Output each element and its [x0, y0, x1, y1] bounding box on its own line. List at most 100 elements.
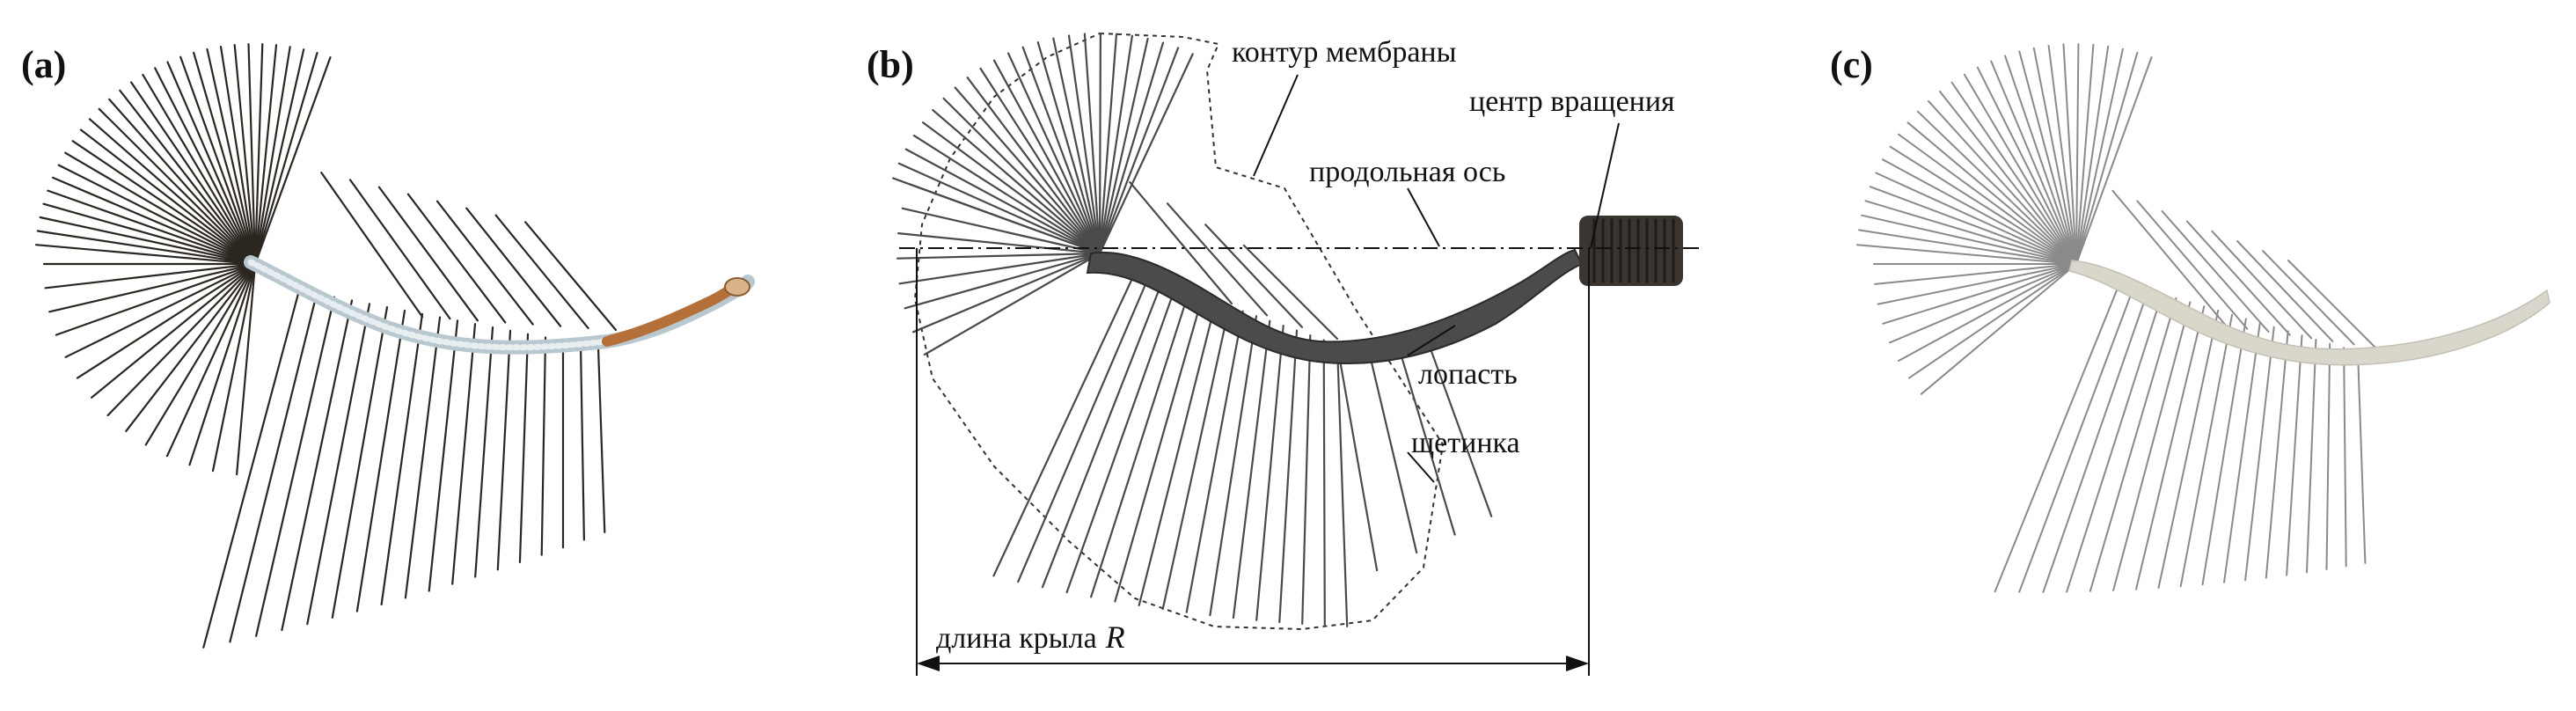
bristle-a [253, 48, 305, 266]
bristle-c [2244, 326, 2275, 582]
bristle-b [1255, 325, 1284, 621]
bristle-c [2032, 47, 2077, 265]
bristle-a [188, 262, 257, 466]
bristle-c [2075, 43, 2095, 265]
panel-a-wing-joint [724, 277, 750, 297]
bristle-a [193, 51, 257, 266]
bristle-a [253, 42, 264, 266]
bristle-b [904, 252, 1101, 310]
bristle-b [1098, 41, 1165, 255]
bristle-b [923, 252, 1101, 356]
bristle-b [1322, 339, 1326, 627]
bristle-b [1052, 37, 1101, 255]
bristle-b [1166, 202, 1269, 317]
bristle-c [2325, 342, 2331, 570]
bristle-a [142, 73, 257, 266]
bristle-c [1889, 263, 2077, 344]
bristle-b [1336, 343, 1349, 627]
bristle-a [202, 289, 301, 649]
bristle-a [71, 140, 257, 266]
bristle-c [2004, 55, 2077, 265]
bristle-c [2075, 45, 2110, 265]
bristle-a [474, 326, 494, 578]
wing-length-arrowhead-left [917, 656, 940, 671]
bristle-a [88, 118, 257, 266]
bristle-b [904, 148, 1101, 255]
leader-membrane [1253, 74, 1299, 177]
bristle-b [1138, 300, 1218, 607]
panel-a-bristles [34, 42, 618, 649]
bristle-c [2111, 189, 2227, 326]
bristle-a [130, 81, 257, 266]
bristle-c [2179, 313, 2234, 588]
panel-a-wing-vein-core [247, 259, 611, 351]
bristle-a [166, 61, 257, 266]
panel-b-wing-model: контур мембраны центр вращения продольна… [891, 32, 1702, 676]
bristle-c [2075, 51, 2139, 265]
bristle-c [2262, 250, 2355, 346]
bristle-c [1916, 110, 2077, 265]
bristle-b [979, 67, 1101, 255]
bristle-c [2075, 48, 2124, 265]
bristle-c [2136, 200, 2249, 330]
bristle-b [992, 271, 1137, 577]
bristle-a [229, 292, 318, 643]
bristle-c [1858, 229, 2077, 265]
bristle-b [1098, 32, 1102, 255]
bristle-c [1874, 263, 2077, 285]
bristle-c [1875, 172, 2077, 265]
bristle-a [465, 207, 562, 327]
label-longitudinal-axis: продольная ось [1309, 156, 1505, 188]
bristle-b [1204, 224, 1304, 328]
bristle-c [1976, 66, 2077, 265]
bristle-a [154, 67, 257, 266]
panel-label-b: (b) [867, 43, 914, 86]
bristle-b [1098, 33, 1118, 255]
bristle-a [42, 202, 257, 266]
bristle-a [518, 333, 530, 564]
bristle-c [2135, 305, 2206, 590]
bristle-c [1877, 263, 2077, 305]
bristle-b [992, 59, 1101, 255]
bristle-a [255, 296, 336, 637]
bristle-a [125, 262, 257, 432]
bristle-a [219, 45, 257, 266]
bristle-b [898, 252, 1101, 285]
bristle-c [2201, 318, 2247, 586]
bristle-b [1129, 181, 1233, 305]
label-rotation-center: центр вращения [1469, 85, 1675, 118]
bristle-b [1365, 340, 1418, 554]
bristle-a [211, 262, 257, 473]
bristle-c [1920, 263, 2077, 395]
bristle-a [253, 55, 332, 266]
panel-label-a: (a) [21, 43, 66, 86]
bristle-a [355, 309, 406, 612]
bristle-c [1906, 121, 2077, 265]
bristle-b [1185, 310, 1244, 613]
bristle-c [2286, 334, 2303, 576]
bristle-c [1898, 133, 2077, 265]
bristle-b [1041, 281, 1163, 589]
bristle-c [2062, 43, 2077, 265]
bristle-c [2223, 322, 2261, 583]
bristle-a [36, 230, 257, 266]
bristle-a [48, 262, 257, 313]
leader-rotation-center [1590, 122, 1620, 249]
bristle-a [253, 51, 318, 266]
bristle-b [1006, 52, 1101, 255]
bristle-a [47, 189, 257, 266]
bristle-b [1021, 46, 1101, 255]
bristle-a [428, 319, 459, 592]
bristle-a [540, 336, 547, 556]
bristle-b [1098, 47, 1180, 255]
bristle-b [1394, 336, 1456, 536]
bristle-a [524, 221, 618, 332]
bristle-b [1017, 276, 1150, 583]
bristle-a [34, 244, 257, 266]
bristle-c [1994, 281, 2121, 593]
bristle-a [206, 48, 257, 266]
bristle-c [1950, 81, 2077, 265]
bristle-b [1209, 315, 1258, 617]
bristle-a [106, 262, 257, 417]
